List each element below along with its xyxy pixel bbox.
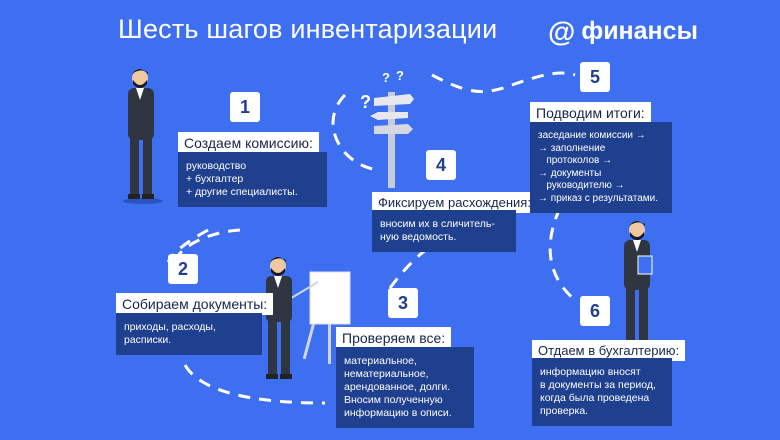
step-line: + другие специалисты. <box>186 186 298 198</box>
step-line: → документы <box>538 167 602 179</box>
step-line: заседание комиссии → <box>538 130 646 141</box>
step-number-badge: 3 <box>388 288 418 318</box>
whiteboard-icon <box>266 257 351 379</box>
step-line: нематериальное, <box>344 368 429 380</box>
step-line: → заполнение <box>538 142 606 154</box>
step-title: Собираем документы: <box>116 293 274 315</box>
step-line: когда была проведена <box>540 392 650 404</box>
businessman-figure <box>123 69 163 204</box>
step-line: материальное, <box>344 355 417 367</box>
svg-text:?: ? <box>360 92 371 112</box>
brand-name: финансы <box>581 17 698 45</box>
step-line: информацию вносят <box>540 366 641 378</box>
step-number-badge: 1 <box>230 92 260 122</box>
step-line: расписки. <box>124 334 172 346</box>
step-line: + бухгалтер <box>186 173 244 185</box>
step-line: проверка. <box>540 405 589 417</box>
page-title: Шесть шагов инвентаризации <box>118 14 498 44</box>
step-line: → приказ с результатами. <box>538 192 659 204</box>
svg-text:?: ? <box>382 70 390 85</box>
step-number-badge: 5 <box>580 62 610 92</box>
step-description: вносим их в сличитель- ную ведомость. <box>372 210 516 252</box>
step-title: Подводим итоги: <box>530 102 651 124</box>
step-line: руководство <box>186 160 247 172</box>
step-title: Фиксируем расхождения: <box>372 192 537 213</box>
step-number-badge: 6 <box>580 296 610 326</box>
brand-logo: @ финансы <box>548 17 698 46</box>
step-line: ную ведомость. <box>380 231 457 243</box>
step-line: арендованное, долги. <box>344 381 451 393</box>
step-line: Вносим полученную <box>344 394 443 406</box>
businessman-figure <box>624 221 653 345</box>
step-number-badge: 4 <box>426 150 456 180</box>
step-description: материальное, нематериальное, арендованн… <box>336 347 474 428</box>
step-description: руководство + бухгалтер + другие специал… <box>178 152 327 207</box>
svg-text:?: ? <box>396 68 404 83</box>
step-number-badge: 2 <box>168 254 198 284</box>
step-title: Создаем комиссию: <box>178 132 319 154</box>
step-description: приходы, расходы, расписки. <box>116 313 262 355</box>
step-line: протоколов → <box>538 155 613 166</box>
step-description: заседание комиссии → → заполнение проток… <box>530 122 672 213</box>
step-line: вносим их в сличитель- <box>380 218 495 230</box>
step-title: Проверяем все: <box>336 327 452 349</box>
step-line: руководителю → <box>538 180 625 191</box>
step-line: информацию в описи. <box>344 407 452 419</box>
at-sign-icon: @ <box>548 15 576 47</box>
step-line: в документы за период, <box>540 379 656 391</box>
step-description: информацию вносят в документы за период,… <box>532 358 672 426</box>
step-title: Отдаем в бухгалтерию: <box>532 340 686 361</box>
signpost-icon: ? ? ? <box>360 68 414 188</box>
step-line: приходы, расходы, <box>124 321 216 333</box>
